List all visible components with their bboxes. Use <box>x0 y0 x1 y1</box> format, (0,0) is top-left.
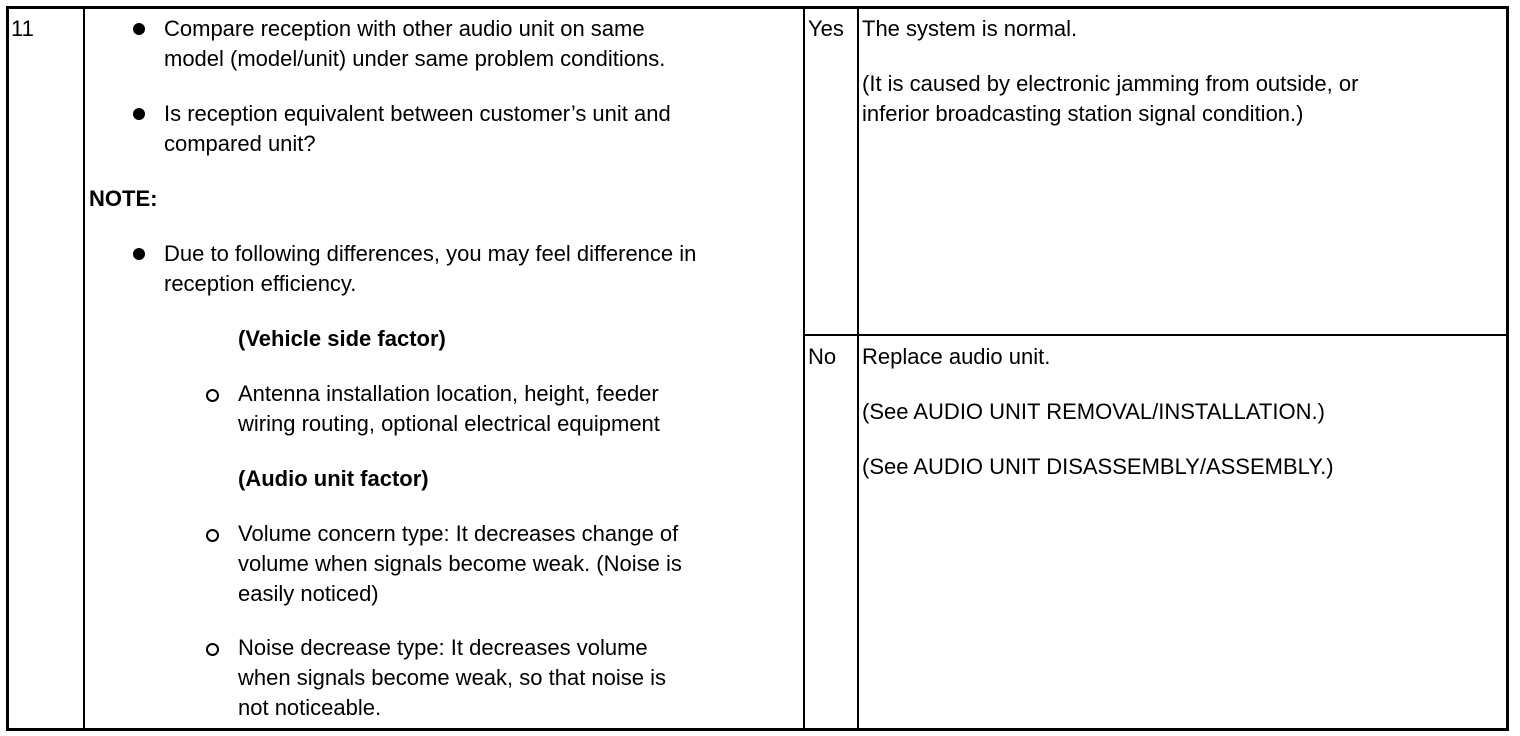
vehicle-factor-item: Antenna installation location, height, f… <box>238 379 660 439</box>
bullet-dot-icon <box>133 23 145 35</box>
bullet-dot-icon <box>133 108 145 120</box>
column-divider-answer <box>857 9 859 728</box>
audio-factor-line: volume when signals become weak. (Noise … <box>238 551 682 576</box>
column-divider-step <box>83 9 85 728</box>
action-line: The system is normal. <box>862 16 1078 41</box>
audio-factor-item: Volume concern type: It decreases change… <box>238 519 682 609</box>
step-number: 11 <box>11 16 34 41</box>
diagnostic-step-table <box>6 6 1509 731</box>
column-divider-inspection <box>803 9 805 728</box>
vehicle-factor-heading: (Vehicle side factor) <box>238 326 446 351</box>
circle-bullet-icon <box>206 389 219 402</box>
action-line: inferior broadcasting station signal con… <box>862 101 1304 126</box>
action-yes: The system is normal. (It is caused by e… <box>862 14 1358 129</box>
vehicle-factor-line: wiring routing, optional electrical equi… <box>238 411 660 436</box>
audio-factor-line: easily noticed) <box>238 581 379 606</box>
row-divider-yes-no <box>803 334 1506 336</box>
audio-factor-item: Noise decrease type: It decreases volume… <box>238 633 666 723</box>
inspection-bullet-line: Compare reception with other audio unit … <box>164 16 645 41</box>
note-heading: NOTE: <box>89 186 158 211</box>
action-line: (See AUDIO UNIT REMOVAL/INSTALLATION.) <box>862 399 1325 424</box>
answer-no: No <box>808 344 837 369</box>
audio-factor-line: when signals become weak, so that noise … <box>238 665 667 690</box>
action-line: (It is caused by electronic jamming from… <box>862 71 1359 96</box>
inspection-bullet: Is reception equivalent between customer… <box>164 99 671 159</box>
action-no: Replace audio unit. (See AUDIO UNIT REMO… <box>862 342 1334 482</box>
bullet-dot-icon <box>133 248 145 260</box>
inspection-bullet-line: model (model/unit) under same problem co… <box>164 46 666 71</box>
circle-bullet-icon <box>206 529 219 542</box>
audio-factor-line: Noise decrease type: It decreases volume <box>238 635 648 660</box>
action-line: (See AUDIO UNIT DISASSEMBLY/ASSEMBLY.) <box>862 454 1334 479</box>
note-bullet-line: reception efficiency. <box>164 271 357 296</box>
circle-bullet-icon <box>206 643 219 656</box>
action-line: Replace audio unit. <box>862 344 1051 369</box>
audio-factor-line: Volume concern type: It decreases change… <box>238 521 679 546</box>
audio-factor-line: not noticeable. <box>238 695 382 720</box>
inspection-bullet-line: compared unit? <box>164 131 316 156</box>
inspection-bullet: Compare reception with other audio unit … <box>164 14 665 74</box>
inspection-bullet-line: Is reception equivalent between customer… <box>164 101 671 126</box>
note-bullet-line: Due to following differences, you may fe… <box>164 241 697 266</box>
vehicle-factor-line: Antenna installation location, height, f… <box>238 381 659 406</box>
audio-factor-heading: (Audio unit factor) <box>238 466 429 491</box>
answer-yes: Yes <box>808 16 844 41</box>
note-bullet: Due to following differences, you may fe… <box>164 239 696 299</box>
